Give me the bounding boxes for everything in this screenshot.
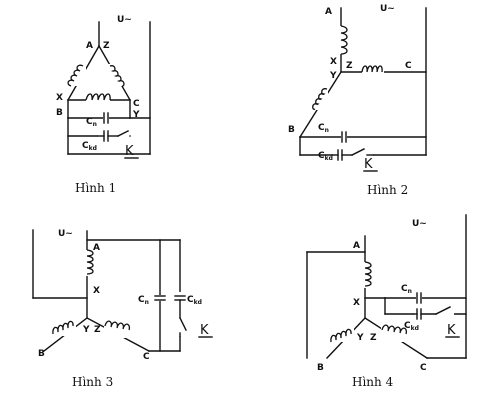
fig4-node-y: Y (356, 333, 364, 343)
fig1-supply-label: U~ (117, 15, 132, 25)
fig3-node-a: A (93, 243, 100, 253)
fig1-node-a: A (86, 41, 93, 51)
fig2-node-z: Z (346, 61, 353, 71)
fig3-switch-k: K (200, 323, 209, 338)
fig4-node-z: Z (370, 333, 377, 343)
fig3-node-z: Z (94, 325, 101, 335)
figure-4: U~ A X Y Z B C Cn Ckd K Hình 4 (306, 214, 467, 389)
fig3-start-cap-label: Ckd (187, 295, 202, 306)
fig1-caption: Hình 1 (75, 181, 116, 195)
fig1-switch-k: K (125, 144, 134, 159)
fig2-supply-label: U~ (380, 4, 395, 14)
fig1-start-cap-label: Ckd (82, 141, 97, 152)
fig4-caption: Hình 4 (352, 375, 394, 389)
fig3-run-cap-label: Cn (138, 295, 149, 306)
fig2-run-cap-label: Cn (318, 123, 329, 134)
fig3-node-b: B (38, 349, 45, 359)
fig4-node-c: C (420, 363, 427, 373)
fig2-node-a: A (325, 7, 332, 17)
fig2-node-c: C (405, 61, 412, 71)
fig3-node-x: X (93, 286, 100, 296)
fig2-node-b: B (288, 125, 295, 135)
figure-1: U~ A Z X B C Y Cn Ckd K Hình 1 (56, 15, 151, 195)
fig3-node-y: Y (82, 325, 90, 335)
fig1-node-b: B (56, 108, 63, 118)
fig2-node-y: Y (329, 71, 337, 81)
fig4-start-cap-label: Ckd (404, 321, 419, 332)
fig2-start-cap-label: Ckd (318, 151, 333, 162)
fig1-node-x: X (56, 93, 63, 103)
fig2-node-x: X (330, 57, 337, 67)
fig1-node-z: Z (103, 41, 110, 51)
fig3-node-c: C (143, 352, 150, 362)
fig3-caption: Hình 3 (72, 375, 113, 389)
fig4-switch-k: K (447, 323, 456, 338)
fig4-run-cap-label: Cn (401, 284, 412, 295)
fig3-supply-label: U~ (58, 229, 73, 239)
figure-2: U~ A X Y Z C B Cn Ckd K Hình 2 (288, 4, 427, 197)
fig4-node-x: X (353, 298, 360, 308)
fig1-node-y: Y (132, 110, 140, 120)
fig2-switch-k: K (364, 157, 373, 172)
fig2-caption: Hình 2 (367, 183, 408, 197)
fig4-supply-label: U~ (412, 219, 427, 229)
fig4-node-a: A (353, 241, 360, 251)
fig1-node-c: C (133, 99, 140, 109)
fig1-run-cap-label: Cn (86, 117, 97, 128)
fig4-node-b: B (317, 363, 324, 373)
figure-3: U~ A X Y Z B C Cn Ckd K Hình 3 (32, 229, 213, 389)
